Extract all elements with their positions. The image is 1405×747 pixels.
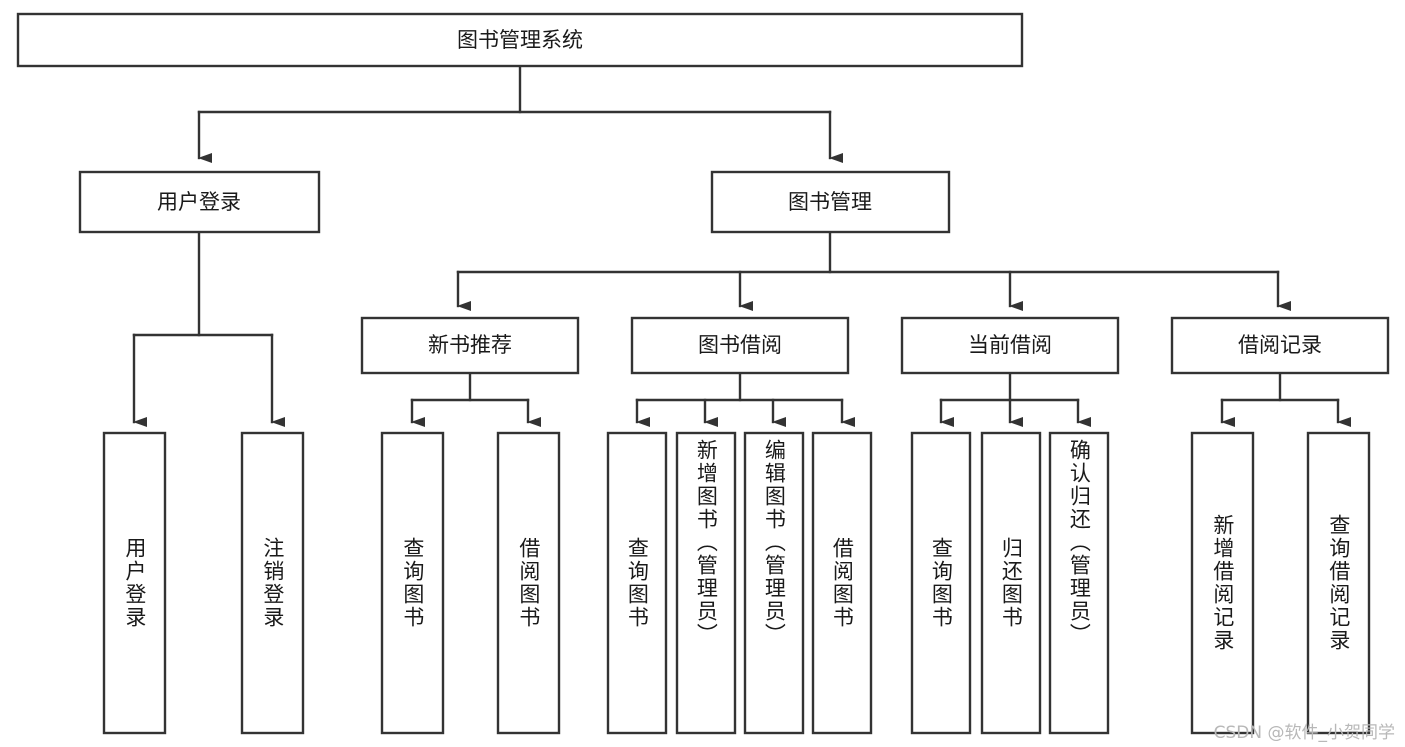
node-book-manage-box[interactable] bbox=[710, 170, 951, 234]
node-new-book-recommend-label: 新书推荐 bbox=[428, 333, 512, 357]
node-leaf-borrow-book-1-box[interactable] bbox=[496, 431, 561, 735]
node-user-login-box[interactable] bbox=[78, 170, 321, 234]
node-borrow-record-label: 借阅记录 bbox=[1238, 333, 1322, 357]
node-leaf-add-book-box[interactable] bbox=[675, 431, 737, 735]
node-leaf-logout-login-box[interactable] bbox=[240, 431, 305, 735]
node-root-box[interactable] bbox=[16, 12, 1024, 68]
node-current-borrow-box[interactable] bbox=[900, 316, 1120, 375]
node-leaf-query-book-3-box[interactable] bbox=[910, 431, 972, 735]
node-leaf-query-record-box[interactable] bbox=[1306, 431, 1371, 735]
node-leaf-edit-book-box[interactable] bbox=[743, 431, 805, 735]
node-leaf-borrow-book-2-box[interactable] bbox=[811, 431, 873, 735]
node-leaf-query-book-2-box[interactable] bbox=[606, 431, 668, 735]
node-leaf-user-login-box[interactable] bbox=[102, 431, 167, 735]
node-leaf-return-book-box[interactable] bbox=[980, 431, 1042, 735]
csdn-watermark: CSDN @软件_小贺同学 bbox=[1213, 723, 1395, 743]
node-book-borrow-box[interactable] bbox=[630, 316, 850, 375]
node-borrow-record-box[interactable] bbox=[1170, 316, 1390, 375]
node-leaf-add-record-box[interactable] bbox=[1190, 431, 1255, 735]
node-user-login-label: 用户登录 bbox=[157, 190, 241, 214]
nodes-group: 图书管理系统 用户登录 图书管理 新书推荐 图书借阅 当前借阅 借阅记录 bbox=[16, 12, 1390, 735]
node-new-book-recommend-box[interactable] bbox=[360, 316, 580, 375]
node-book-borrow-label: 图书借阅 bbox=[698, 333, 782, 357]
node-current-borrow-label: 当前借阅 bbox=[968, 333, 1052, 357]
edges-group bbox=[132, 64, 1351, 427]
node-root-label: 图书管理系统 bbox=[457, 28, 583, 52]
node-leaf-query-book-1-box[interactable] bbox=[380, 431, 445, 735]
node-leaf-confirm-return-box[interactable] bbox=[1048, 431, 1110, 735]
node-book-manage-label: 图书管理 bbox=[788, 190, 872, 214]
